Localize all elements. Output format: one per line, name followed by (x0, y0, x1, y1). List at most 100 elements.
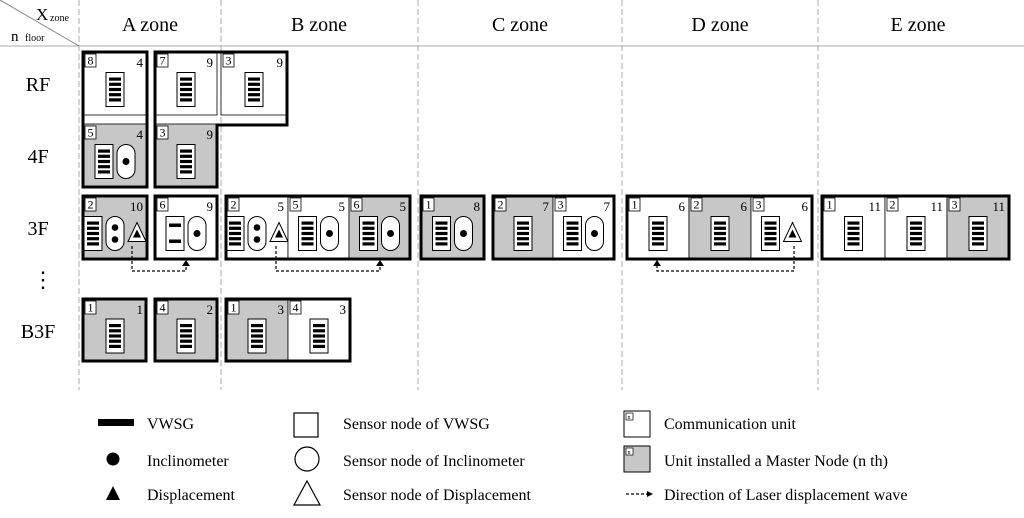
inclinometer-dot (122, 158, 130, 165)
inclinometer-dot (253, 224, 261, 231)
unit-number-badge (289, 197, 302, 212)
outline-c-3f-1 (419, 194, 486, 261)
communication-unit-badge (625, 412, 634, 421)
vwsg-gauge (248, 93, 260, 97)
master-node-unit-badge-n: n (628, 450, 631, 456)
building-outlines (81, 50, 1011, 363)
vwsg-gauge (652, 242, 664, 246)
vwsg-gauge (109, 98, 121, 102)
vwsg-gauge (847, 226, 860, 230)
vwsg-gauge (652, 221, 664, 225)
vwsg-gauge (435, 237, 448, 241)
unit-number-badge (84, 53, 97, 68)
vwsg-gauge (87, 237, 99, 241)
unit-number-badge (227, 300, 240, 315)
vwsg-gauge (652, 226, 664, 230)
unit-number: 2 (498, 198, 504, 212)
outline-d-3f (625, 194, 814, 261)
unit-number-badge (156, 197, 169, 212)
unit-number-badge (227, 197, 240, 212)
triangle-outline-icon (292, 479, 322, 506)
unit-count: 3 (278, 302, 285, 317)
unit-number: 1 (827, 198, 833, 212)
unit-number-badge (422, 197, 435, 212)
unit-count: 11 (992, 199, 1005, 214)
vwsg-gauge (98, 170, 110, 174)
unit-number: 2 (890, 198, 896, 212)
vwsg-gauge (229, 242, 241, 246)
vwsg-gauge (847, 221, 860, 225)
inclinometer-dot (111, 236, 119, 243)
corner-n-label: n (11, 29, 19, 45)
laser-arrow-b (275, 246, 381, 272)
arrowhead-d (653, 260, 661, 266)
unit-e-3f-3: 3 11 (946, 195, 1010, 260)
vwsg-gauge (362, 237, 375, 241)
vwsg-gauge (251, 339, 263, 343)
vwsg-gauge (566, 242, 579, 246)
vwsg-gauge (764, 237, 777, 241)
vwsg-gauge (109, 339, 121, 343)
unit-number-badge (156, 300, 169, 315)
vwsg-gauge (435, 221, 448, 225)
vwsg-gauge (972, 221, 984, 225)
legend-label-sensor-node-vwsg: Sensor node of VWSG (343, 416, 490, 433)
vwsg-gauge (764, 231, 777, 236)
vwsg-gauge (847, 237, 860, 241)
vwsg-gauge (910, 242, 922, 246)
vwsg-gauge (180, 324, 192, 328)
vwsg-gauge (180, 149, 192, 153)
displacement-marker (133, 229, 141, 238)
vwsg-gauge (301, 231, 314, 236)
vwsg-gauge (180, 339, 192, 343)
unit-number: 5 (293, 198, 299, 212)
unit-count: 5 (400, 199, 407, 214)
vwsg-gauge (517, 242, 529, 246)
unit-count: 3 (340, 302, 347, 317)
vwsg-gauge (566, 221, 579, 225)
unit-number: 3 (952, 198, 958, 212)
vwsg-gauge (248, 98, 260, 102)
inclinometer-dot (591, 230, 598, 237)
outline-a-right-b-rf (153, 50, 289, 189)
unit-count: 6 (802, 199, 809, 214)
vwsg-gauge (435, 242, 448, 246)
unit-number: 8 (88, 54, 94, 68)
vwsg-gauge (180, 334, 192, 338)
unit-number-badge (289, 300, 302, 315)
vwsg-gauge (910, 221, 922, 225)
legend-label-laser-direction: Direction of Laser displacement wave (664, 487, 907, 504)
legend-label-vwsg: VWSG (147, 416, 195, 433)
legend-label-displacement: Displacement (147, 487, 236, 504)
inclinometer-dot (111, 224, 119, 231)
floor-label-rf: RF (26, 74, 50, 96)
unit-count: 5 (339, 199, 346, 214)
communication-unit-badge-n: n (628, 415, 631, 421)
circle-outline-icon (294, 446, 320, 472)
inclinometer-dot (326, 230, 333, 237)
vwsg-gauge (517, 226, 529, 230)
vwsg-gauge (517, 231, 529, 236)
unit-count: 10 (130, 199, 143, 214)
vwsg-gauge (313, 334, 325, 338)
outline-e-3f (820, 194, 1011, 261)
unit-number: 1 (231, 301, 237, 315)
vwsg-gauge (910, 226, 922, 230)
vwsg-gauge (566, 231, 579, 236)
unit-number-badge (156, 125, 169, 140)
displacement-marker (788, 229, 797, 238)
unit-number-badge (554, 197, 567, 212)
unit-number: 1 (426, 198, 432, 212)
vwsg-gauge (301, 237, 314, 241)
unit-number: 3 (160, 126, 166, 140)
unit-count: 7 (604, 199, 611, 214)
vwsg-gauge (313, 339, 325, 343)
unit-number: 7 (160, 54, 166, 68)
